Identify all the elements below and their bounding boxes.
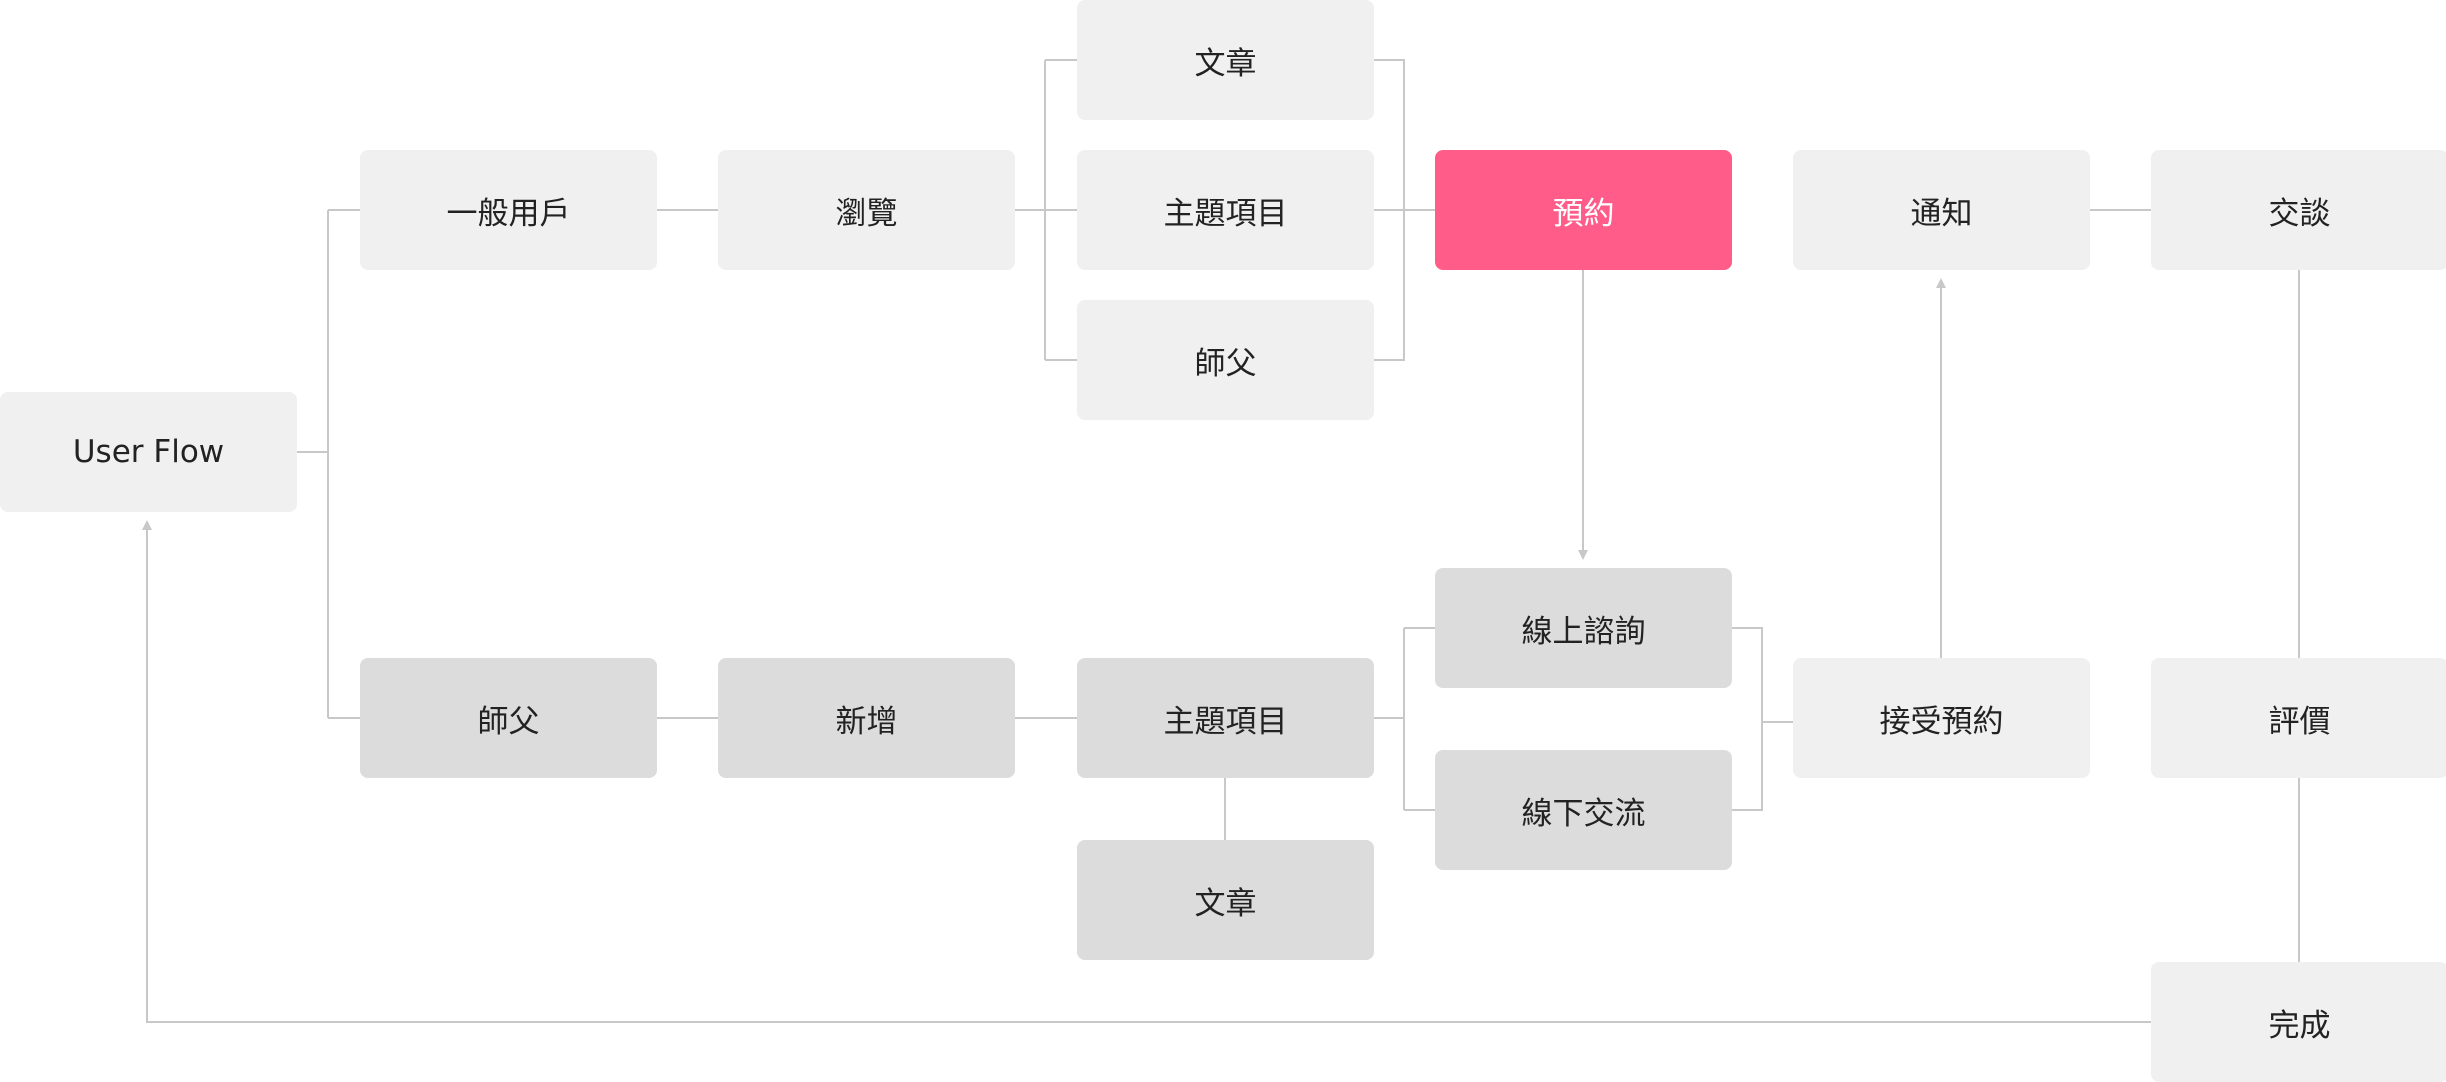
node-browse: 瀏覽 (718, 150, 1015, 270)
node-topics-bottom: 主題項目 (1077, 658, 1374, 778)
node-booking: 預約 (1435, 150, 1732, 270)
connector-targets-booking (1374, 59, 1435, 361)
node-master-top: 師父 (1077, 300, 1374, 420)
node-topics-top: 主題項目 (1077, 150, 1374, 270)
node-offline-meet: 線下交流 (1435, 750, 1732, 870)
node-chat: 交談 (2151, 150, 2446, 270)
node-notify: 通知 (1793, 150, 2090, 270)
node-done: 完成 (2151, 962, 2446, 1082)
connector-consult-accept (1732, 627, 1793, 811)
connector-userflow-branch (297, 209, 360, 719)
connector-browse-targets (1015, 59, 1077, 361)
node-article-bottom: 文章 (1077, 840, 1374, 960)
node-master-bottom: 師父 (360, 658, 657, 778)
connector-topics-consult (1374, 627, 1435, 811)
connector-done-userflow-arrow (142, 520, 2151, 1023)
node-article-top: 文章 (1077, 0, 1374, 120)
node-general-user: 一般用戶 (360, 150, 657, 270)
node-add-new: 新增 (718, 658, 1015, 778)
node-review: 評價 (2151, 658, 2446, 778)
node-user-flow: User Flow (0, 392, 297, 512)
node-accept-booking: 接受預約 (1793, 658, 2090, 778)
node-online-consult: 線上諮詢 (1435, 568, 1732, 688)
